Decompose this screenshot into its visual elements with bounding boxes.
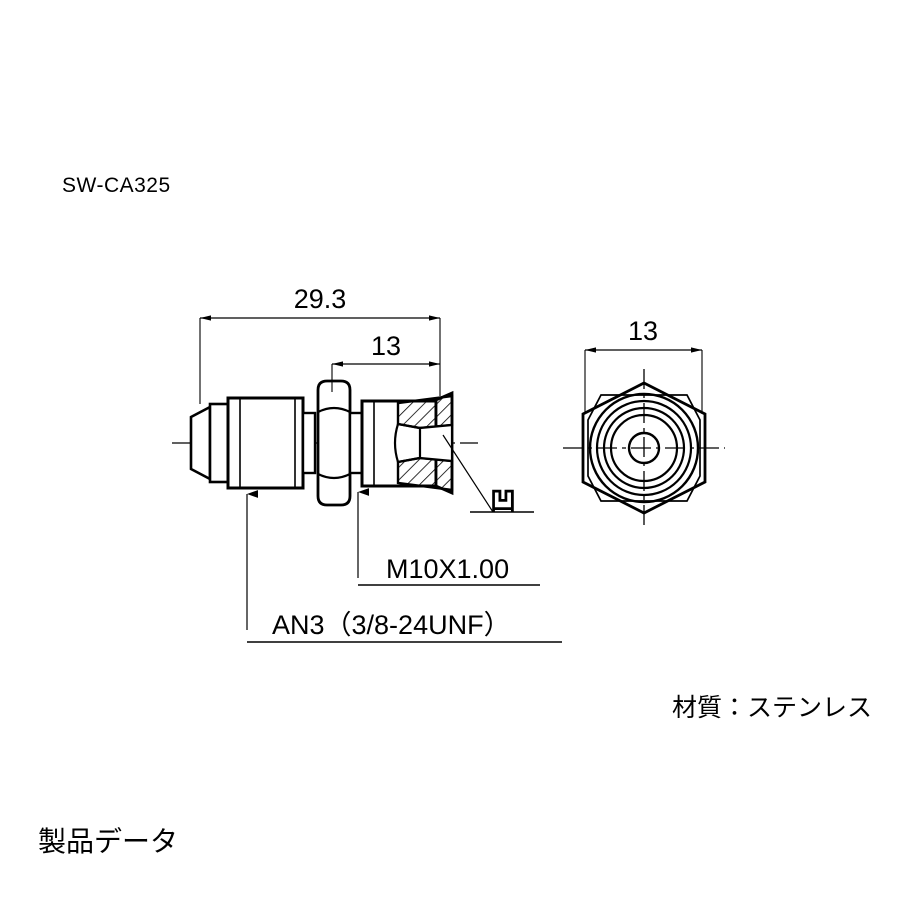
center-hex-nut-outline	[316, 379, 352, 507]
dimension-value-hex-across-flats: 13	[628, 316, 658, 346]
section-hatch-upper	[396, 394, 454, 430]
internal-conical-seat	[418, 423, 454, 463]
side-elevation-view	[172, 379, 478, 507]
callout-label-m10: M10X1.00	[386, 554, 509, 584]
hex-shank-neck	[348, 411, 364, 475]
dimension-value-overall-length: 29.3	[294, 284, 347, 314]
body-hex-neck	[301, 411, 317, 475]
callout-recess-leader	[442, 434, 534, 513]
center-hex-chamfer-bottom	[317, 473, 351, 480]
center-hex-chamfer-top	[317, 406, 351, 413]
part-number-label: SW-CA325	[62, 174, 171, 197]
seat-edge-upper	[397, 422, 421, 430]
material-note: 材質：ステンレス	[672, 693, 872, 722]
callout-m10-leader	[357, 488, 540, 586]
dimension-overall-length	[199, 315, 441, 404]
dimension-hex-across-flats	[584, 347, 703, 414]
callout-label-an3: AN3（3/8-24UNF）	[272, 610, 511, 640]
flare-cone-tip	[189, 404, 212, 482]
end-view	[563, 369, 725, 527]
product-data-caption: 製品データ	[38, 825, 178, 858]
section-hatch-lower	[396, 456, 454, 492]
callout-an3-leader	[246, 490, 562, 643]
dimension-thread-length	[331, 361, 440, 392]
leader-line-recess	[442, 434, 494, 513]
end-view-hex-chamfer	[587, 394, 701, 502]
seat-edge-lower	[397, 456, 421, 464]
dimension-value-thread-length: 13	[371, 331, 401, 361]
internal-bore-arc	[393, 423, 400, 463]
flare-shoulder	[208, 402, 230, 484]
recess-symbol-glyph: 凹	[490, 487, 516, 517]
